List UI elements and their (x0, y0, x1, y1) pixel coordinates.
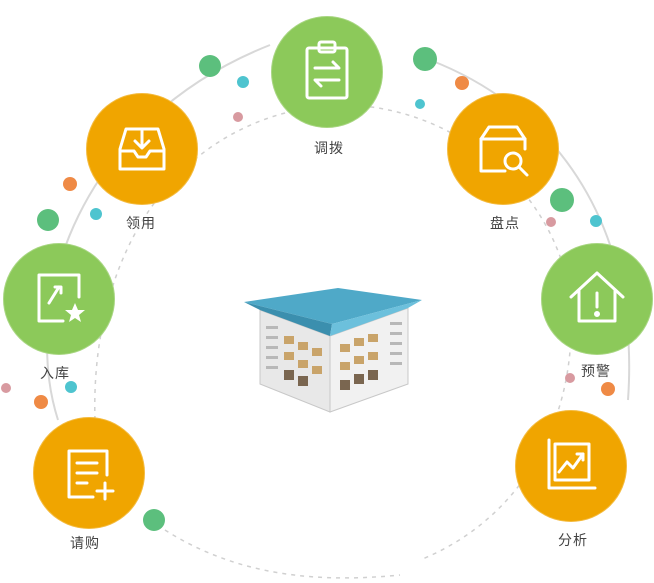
node-transfer[interactable]: 调拨 (271, 16, 383, 166)
inbound-circle (3, 243, 115, 355)
inbox-tray-icon (118, 127, 166, 171)
list-add-icon (67, 449, 115, 501)
warning-circle (541, 243, 653, 355)
dot-green (550, 188, 574, 212)
node-warning[interactable]: 预警 (541, 243, 653, 383)
dot-pink (546, 217, 556, 227)
warning-label: 预警 (581, 364, 611, 380)
node-receive[interactable]: 领用 (86, 93, 198, 233)
dot-green (143, 509, 165, 531)
bottom-arc (149, 519, 401, 579)
dot-green (199, 55, 221, 77)
request-label: 请购 (70, 536, 100, 552)
dot-teal (590, 215, 602, 227)
transfer-label: 调拨 (314, 141, 344, 157)
stocktake-circle (447, 93, 559, 205)
trend-chart-icon (547, 438, 597, 490)
node-analysis[interactable]: 分析 (515, 410, 627, 550)
dot-teal (415, 99, 425, 109)
outer-arc (46, 44, 271, 421)
dot-orange (63, 177, 77, 191)
analysis-circle (515, 410, 627, 522)
dot-green (413, 47, 437, 71)
dot-pink (1, 383, 11, 393)
receive-circle (86, 93, 198, 205)
node-request[interactable]: 请购 (33, 417, 145, 557)
dot-teal (90, 208, 102, 220)
inbound-star-icon (37, 273, 85, 323)
dot-orange (34, 395, 48, 409)
node-inbound[interactable]: 入库 (3, 243, 115, 383)
request-circle (33, 417, 145, 529)
house-alert-icon (569, 271, 625, 323)
box-search-icon (479, 125, 529, 177)
transfer-circle (271, 16, 383, 128)
clipboard-transfer-icon (305, 40, 349, 100)
node-stocktake[interactable]: 盘点 (447, 93, 559, 233)
analysis-label: 分析 (558, 533, 588, 549)
dot-teal (65, 381, 77, 393)
dot-orange (601, 382, 615, 396)
receive-label: 领用 (126, 216, 156, 232)
stocktake-label: 盘点 (490, 216, 520, 232)
dot-green (37, 209, 59, 231)
dot-orange (455, 76, 469, 90)
warehouse-building-icon (244, 288, 422, 413)
dot-teal (237, 76, 249, 88)
dot-pink (565, 373, 575, 383)
dot-pink (233, 112, 243, 122)
inbound-label: 入库 (40, 366, 70, 382)
